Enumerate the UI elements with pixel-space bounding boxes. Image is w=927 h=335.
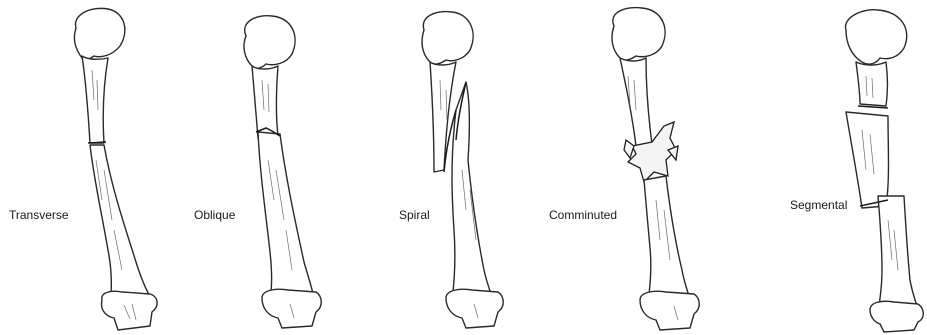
label-spiral: Spiral <box>399 208 430 222</box>
humerus-oblique-fracture <box>244 16 321 328</box>
label-segmental: Segmental <box>790 198 847 212</box>
label-oblique: Oblique <box>194 208 235 222</box>
label-transverse: Transverse <box>9 208 69 222</box>
humerus-spiral-fracture <box>422 12 503 328</box>
humerus-segmental-fracture <box>845 10 923 332</box>
humerus-transverse-fracture <box>74 8 157 330</box>
humerus-comminuted-fracture <box>612 8 699 330</box>
label-comminuted: Comminuted <box>549 208 617 222</box>
